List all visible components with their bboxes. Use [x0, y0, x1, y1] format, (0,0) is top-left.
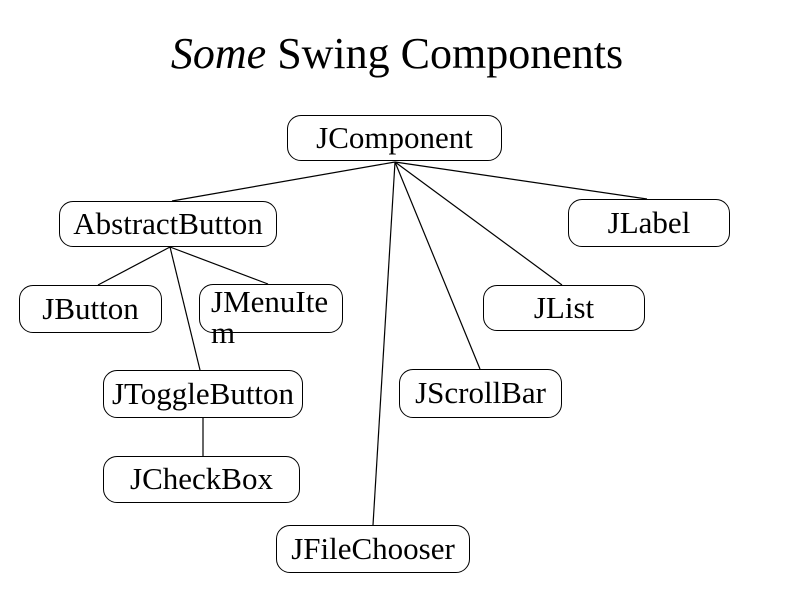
node-label-jlabel: JLabel — [607, 204, 691, 240]
node-abstractbutton: AbstractButton — [59, 201, 277, 247]
slide-title: Some Swing Components — [0, 30, 794, 78]
node-jtogglebutton: JToggleButton — [103, 370, 303, 418]
edge-jcomponent-to-abstractbutton — [171, 161, 396, 202]
node-label-jlist: JList — [533, 289, 595, 325]
edge-jcomponent-to-jlist — [394, 161, 563, 286]
slide-title-regular: Swing Components — [266, 29, 624, 78]
node-label-jfilechooser: JFileChooser — [291, 530, 455, 566]
edge-abstractbutton-to-jtogglebutton — [169, 246, 201, 371]
edge-abstractbutton-to-jmenuitem — [169, 246, 269, 285]
node-label-jmenuitem: JMenuItem — [211, 284, 329, 350]
node-jcheckbox: JCheckBox — [103, 456, 300, 503]
node-label-jcomponent: JComponent — [316, 119, 473, 155]
node-jbutton: JButton — [19, 285, 162, 333]
node-jmenuitem: JMenuItem — [199, 284, 343, 348]
node-jscrollbar: JScrollBar — [399, 369, 562, 418]
node-label-jcheckbox: JCheckBox — [130, 461, 273, 497]
node-label-jscrollbar: JScrollBar — [415, 375, 546, 411]
node-jcomponent: JComponent — [287, 115, 502, 161]
edge-abstractbutton-to-jbutton — [97, 246, 171, 286]
node-label-jbutton: JButton — [42, 290, 139, 326]
node-jlist: JList — [483, 285, 645, 331]
node-jfilechooser: JFileChooser — [276, 525, 470, 573]
edge-jcomponent-to-jfilechooser — [372, 161, 396, 526]
node-label-abstractbutton: AbstractButton — [73, 205, 263, 241]
node-jlabel: JLabel — [568, 199, 730, 247]
slide-title-italic: Some — [170, 29, 267, 78]
edge-jcomponent-to-jscrollbar — [394, 161, 481, 370]
node-label-jtogglebutton: JToggleButton — [111, 375, 295, 411]
edge-jcomponent-to-jlabel — [394, 161, 648, 200]
